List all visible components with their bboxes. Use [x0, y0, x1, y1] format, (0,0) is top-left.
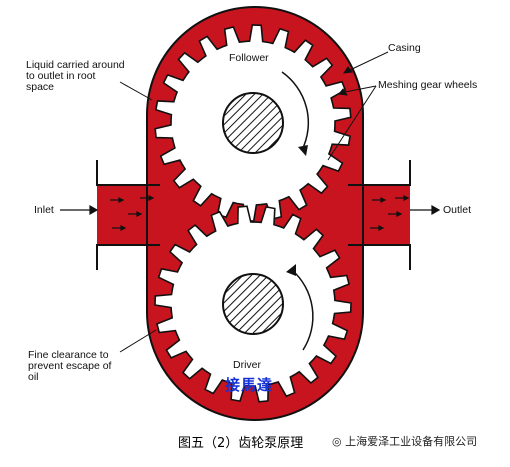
flow-arrowhead — [118, 197, 125, 203]
follower-shaft — [222, 92, 284, 154]
flow-arrows — [110, 195, 410, 231]
flow-arrowhead — [120, 225, 127, 231]
label-liquid: Liquid carried around to outlet in root … — [26, 59, 125, 93]
figure-caption: 图五（2）齿轮泵原理 — [178, 436, 304, 451]
port-arrows — [60, 204, 441, 216]
leader-lines — [119, 51, 389, 353]
flow-arrowhead — [403, 195, 410, 201]
watermark-label: 上海爱泽工业设备有限公司 — [345, 435, 478, 448]
flow-arrowhead — [396, 211, 403, 217]
driver-shaft — [222, 273, 284, 335]
label-inlet: Inlet — [34, 204, 54, 216]
label-meshing: Meshing gear wheels — [378, 79, 478, 91]
label-follower: Follower — [229, 52, 269, 64]
flow-arrowhead — [378, 225, 385, 231]
label-outlet: Outlet — [443, 204, 472, 216]
label-driver: Driver — [233, 359, 261, 371]
flow-arrowhead — [380, 197, 387, 203]
rotation-arrows — [281, 71, 314, 351]
label-clearance: Fine clearance to prevent escape of oil — [28, 349, 112, 383]
watermark-text: ◎ 上海爱泽工业设备有限公司 — [332, 433, 477, 449]
flow-arrowhead — [148, 195, 155, 201]
label-casing: Casing — [388, 42, 421, 54]
stamp-text: 接馬達 — [225, 376, 274, 394]
watermark-icon: ◎ — [332, 435, 342, 448]
flow-arrowhead — [136, 211, 143, 217]
inlet-port-walls — [96, 160, 411, 270]
